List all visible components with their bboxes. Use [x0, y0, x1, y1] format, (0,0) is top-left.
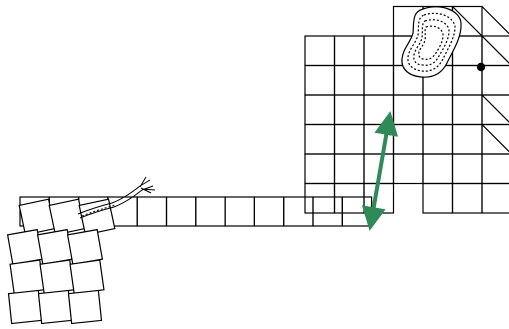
elephant-eye-icon — [476, 62, 486, 72]
head-cell — [304, 35, 336, 67]
head-cell — [392, 94, 424, 126]
tail-cell — [66, 228, 104, 266]
elephant-head-grid — [304, 5, 509, 214]
head-cell — [451, 94, 483, 126]
head-cell — [363, 64, 395, 96]
face-diagonal — [481, 124, 509, 153]
head-cell — [422, 94, 454, 126]
head-cell — [392, 123, 424, 155]
head-cell — [451, 123, 483, 155]
head-cell — [451, 153, 483, 185]
trunk-cell — [283, 196, 314, 227]
head-cell — [481, 153, 509, 185]
trunk-cell — [195, 196, 226, 227]
trunk-cell — [341, 196, 373, 227]
trunk-cell — [224, 196, 256, 227]
head-cell — [363, 35, 395, 67]
face-diagonal — [481, 6, 509, 35]
leg-cell — [451, 182, 483, 214]
face-diagonal — [452, 6, 509, 64]
tail-cell — [7, 289, 43, 325]
elephant-tail-squares — [6, 198, 116, 325]
tail-cell — [9, 259, 45, 295]
measure-arrow-icon — [361, 111, 399, 231]
head-cell — [392, 153, 424, 185]
leg-cell — [333, 182, 365, 214]
face-diagonal — [481, 94, 509, 123]
head-cell — [304, 153, 336, 185]
elephant-ear-icon — [401, 6, 462, 78]
leg-cell — [422, 182, 454, 214]
head-cell — [333, 94, 365, 126]
tail-cell — [39, 259, 75, 295]
tail-cell — [37, 289, 73, 325]
trunk-cell — [253, 196, 285, 227]
head-cell — [333, 64, 365, 96]
head-cell — [422, 123, 454, 155]
head-cell — [333, 35, 365, 67]
head-cell — [333, 123, 365, 155]
head-cell — [304, 94, 336, 126]
tail-cell — [67, 289, 103, 325]
head-cell — [304, 123, 336, 155]
head-cell — [333, 153, 365, 185]
head-cell — [481, 64, 509, 96]
tail-cell — [69, 259, 105, 295]
leg-cell — [304, 182, 336, 214]
tail-tassel-icon — [77, 176, 156, 219]
trunk-cell — [312, 196, 343, 227]
head-cell — [451, 64, 483, 96]
trunk-cell — [165, 196, 197, 227]
head-cell — [304, 64, 336, 96]
head-cell — [422, 153, 454, 185]
trunk-cell — [136, 196, 168, 227]
leg-cell — [481, 182, 509, 214]
